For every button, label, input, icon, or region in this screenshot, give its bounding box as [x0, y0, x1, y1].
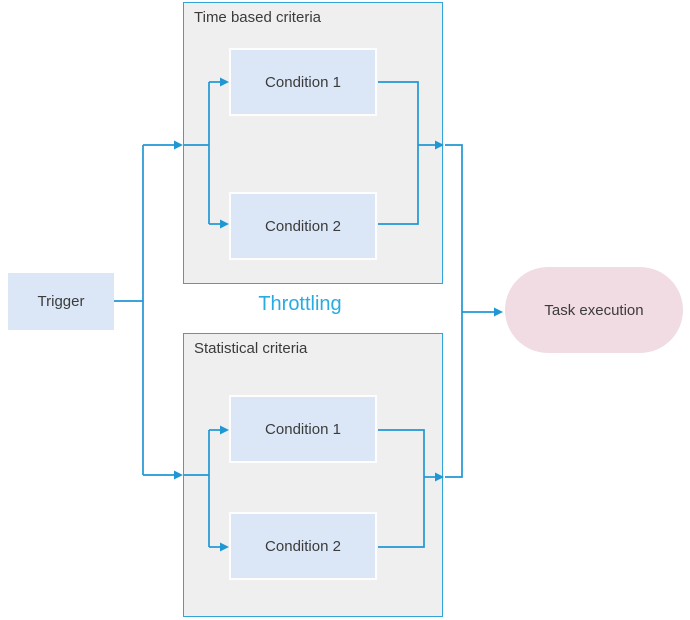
statistical-criteria-title: Statistical criteria [194, 340, 308, 357]
stat-condition-1-node: Condition 1 [229, 395, 377, 463]
time-condition-1-node: Condition 1 [229, 48, 377, 116]
connector-time-out-to-junction [445, 144, 463, 312]
time-condition-2-node: Condition 2 [229, 192, 377, 260]
time-condition-2-label: Condition 2 [265, 217, 341, 235]
time-condition-1-label: Condition 1 [265, 73, 341, 91]
connector-stat-out-to-junction [445, 312, 463, 478]
throttling-label: Throttling [258, 293, 342, 315]
trigger-node: Trigger [8, 273, 114, 330]
stat-condition-2-label: Condition 2 [265, 537, 341, 555]
stat-condition-1-label: Condition 1 [265, 420, 341, 438]
stat-condition-2-node: Condition 2 [229, 512, 377, 580]
time-based-criteria-group: Time based criteria Condition 1 Conditio… [183, 2, 443, 284]
statistical-criteria-group: Statistical criteria Condition 1 Conditi… [183, 333, 443, 617]
trigger-label: Trigger [37, 293, 85, 310]
task-execution-node: Task execution [505, 267, 683, 353]
task-execution-label: Task execution [544, 301, 644, 319]
time-based-criteria-title: Time based criteria [194, 9, 321, 26]
